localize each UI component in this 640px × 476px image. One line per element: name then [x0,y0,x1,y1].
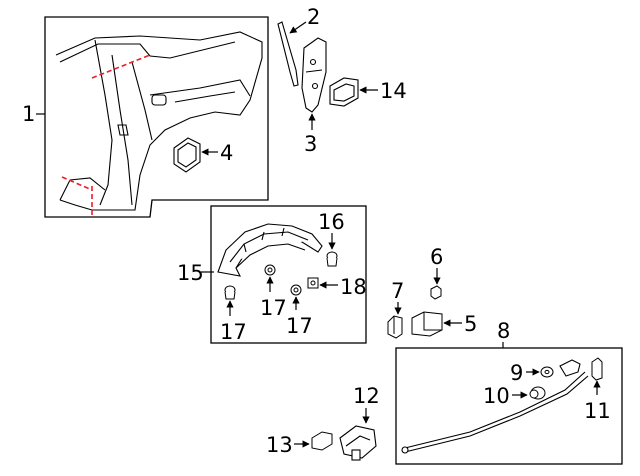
fastener-18-nut [290,284,302,296]
callout-15: 15 [177,261,214,285]
callout-17a: 16 [318,210,345,250]
callout-10: 10 [483,384,528,408]
part-8-release-cable [401,359,589,454]
callout-17b-label: 17 [220,320,247,344]
callout-2: 2 [289,5,320,34]
callout-14-label: 14 [380,79,407,103]
callout-3-label: 3 [304,132,317,156]
callout-9: 9 [510,361,540,385]
fastener-16-bolt [264,264,276,276]
callout-6: 6 [430,245,443,285]
part-13-bracket [311,431,333,451]
part-4-fuel-housing [173,137,201,173]
fastener-17-top [326,251,338,267]
callout-1: 1 [22,102,45,126]
callout-16-label: 17 [260,296,287,320]
callout-9-label: 9 [510,361,523,385]
part-5-actuator [411,311,443,337]
callout-5: 5 [443,312,477,336]
part-15-fender-liner [217,223,323,277]
callout-1-label: 1 [22,102,35,126]
callout-16: 17 [260,276,287,320]
callout-8-label: 8 [497,319,510,343]
part-6-cushion [430,285,442,300]
callout-18-label: 17 [286,314,313,338]
release-cable-frame [395,347,623,465]
callout-17a-label: 16 [318,210,345,234]
callout-6-label: 6 [430,245,443,269]
callout-12: 12 [353,384,380,424]
fender-liner-frame [210,205,367,344]
callout-4-label: 4 [220,141,233,165]
callout-7: 7 [391,279,404,315]
part-11-clip [591,357,603,381]
quarter-panel [55,31,263,211]
callout-7-label: 7 [391,279,404,303]
callout-19: 18 [319,275,367,299]
callout-11: 11 [584,380,611,423]
callout-4: 4 [201,141,233,165]
part-2-strip [277,21,299,87]
callout-13: 13 [266,433,310,457]
part-12-lock-housing [339,425,377,461]
callout-2-arrow [289,21,307,34]
part-7-hinge [387,315,403,339]
callout-2-label: 2 [307,5,320,29]
callout-19-label: 18 [340,275,367,299]
quarter-panel-frame [44,16,269,218]
callout-15-label: 15 [177,261,204,285]
fastener-19-clip [307,277,319,289]
part-10-grommet [529,386,546,400]
callout-5-label: 5 [464,312,477,336]
callout-12-label: 12 [353,384,380,408]
callout-8: 8 [497,319,510,348]
callout-17b: 17 [220,300,247,344]
part-9-washer [540,366,554,378]
callout-11-label: 11 [584,399,611,423]
fastener-17-bottom [224,285,236,300]
part-3-bracket [301,37,327,113]
part-14-clip [329,77,359,107]
cut-lines [61,54,151,216]
callout-18: 17 [286,296,313,338]
callout-14: 14 [359,79,407,103]
callout-3: 3 [304,113,317,156]
callout-13-label: 13 [266,433,293,457]
callout-10-label: 10 [483,384,510,408]
